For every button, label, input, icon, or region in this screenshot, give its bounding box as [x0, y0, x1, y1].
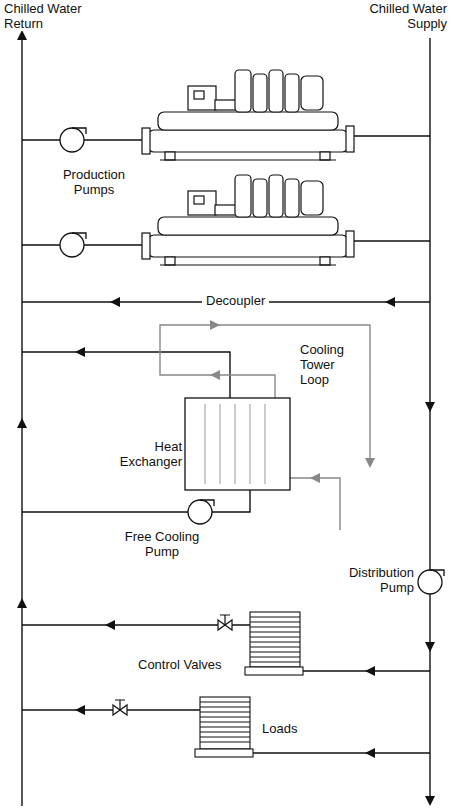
- loop-label: Cooling Tower Loop: [300, 343, 364, 388]
- component-label: Distribution Pump: [349, 565, 414, 595]
- flow-arrow: [310, 473, 320, 483]
- chiller-symbol: [142, 70, 354, 160]
- flow-arrow: [105, 620, 115, 630]
- flow-arrow: [75, 347, 85, 357]
- flow-arrow: [425, 796, 435, 806]
- pump-symbol: [188, 500, 212, 524]
- tower-loop-pipe: [290, 478, 340, 530]
- flow-arrow: [365, 666, 375, 676]
- load-pipe: [22, 625, 430, 671]
- pump-symbols: [60, 128, 444, 594]
- pipe-label: Chilled Water Return: [4, 1, 82, 31]
- component-label: Heat Exchanger: [120, 439, 182, 469]
- flow-arrow: [365, 458, 375, 468]
- flow-arrow: [425, 642, 435, 652]
- component-label: Free Cooling Pump: [125, 529, 199, 559]
- pipe-label: Chilled Water Supply: [369, 1, 447, 31]
- control-valve-symbols: [113, 615, 232, 715]
- flow-arrow: [210, 320, 220, 330]
- pump-symbol: [60, 128, 84, 152]
- flow-arrow: [210, 370, 220, 380]
- pipe-label: Decoupler: [202, 294, 269, 309]
- cooling-tower-pipes: [160, 325, 370, 530]
- flow-arrows: [17, 30, 435, 806]
- component-label: Production Pumps: [52, 168, 136, 198]
- heat-exchanger-symbol: [185, 398, 290, 490]
- component-label: Loads: [262, 722, 322, 737]
- free-cooling-pipe: [22, 490, 250, 512]
- flow-arrow: [365, 748, 375, 758]
- pipe-label: Chilled Water Supply: [352, 2, 447, 32]
- component-label: Control Valves: [138, 658, 238, 673]
- component-label: Free Cooling Pump: [116, 530, 208, 560]
- supply-main: [429, 38, 430, 798]
- pump-symbol: [418, 570, 442, 594]
- flow-arrow: [75, 705, 85, 715]
- flow-arrow: [17, 598, 27, 608]
- pipe-label: Chilled Water Return: [4, 2, 99, 32]
- pump-symbol: [60, 233, 84, 257]
- chilled-water-pipes: [22, 38, 430, 806]
- load-coil-symbol: [245, 612, 303, 675]
- component-label: Production Pumps: [63, 167, 125, 197]
- flow-arrow: [17, 418, 27, 428]
- component-label: Distribution Pump: [330, 566, 414, 596]
- component-label: Control Valves: [138, 657, 222, 672]
- flow-arrow: [17, 30, 27, 40]
- flow-arrow: [385, 297, 395, 307]
- pipe-label: Decoupler: [202, 293, 269, 308]
- component-label: Heat Exchanger: [112, 440, 182, 470]
- component-label: Loads: [262, 721, 297, 736]
- loop-label: Cooling Tower Loop: [300, 342, 344, 387]
- flow-arrow: [110, 297, 120, 307]
- load-coil-symbol: [195, 697, 253, 757]
- flow-arrow: [425, 402, 435, 412]
- chiller-symbol: [142, 175, 354, 265]
